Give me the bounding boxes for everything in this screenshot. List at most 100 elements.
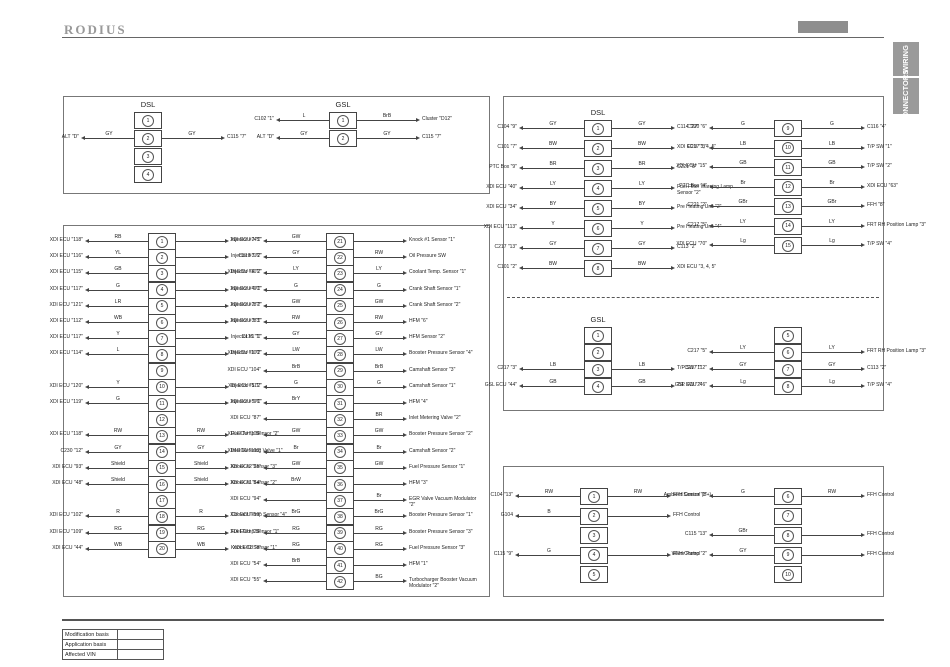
wire-line [88,241,148,242]
connector-pin: 1 [584,327,612,344]
arrow-left-icon [519,146,523,150]
arrow-left-icon [519,186,523,190]
wire-source-label: XDI ECU "83" [230,318,261,324]
wire-line [612,148,672,149]
connector-pin: 22 [326,249,354,267]
pin-number: 4 [142,168,154,181]
wire-color-code: BrG [291,509,301,516]
arrow-left-icon [709,533,713,537]
wire-color-code: RG [292,541,300,548]
wire-color-code: RG [375,541,383,548]
wire-color-code: BY [549,201,557,207]
pin-number: 1 [588,490,600,503]
pin-number: 6 [156,316,168,329]
connector-pin: 5 [148,297,176,315]
wire-line [354,370,404,372]
wire-color-code: BrG [374,509,384,516]
connector-pin: 2 [584,140,612,157]
wire-color-code: G [830,121,834,127]
pin-number: 5 [156,300,168,313]
section-box-3 [503,96,884,411]
arrow-right-icon [671,266,675,270]
wire-source-label: C104 "13" [490,492,513,498]
wire-line [266,484,326,485]
wire-line [176,289,226,291]
arrow-left-icon [85,303,89,308]
wire-line [266,581,326,583]
wire-color-code: GB [828,160,836,166]
arrow-left-icon [263,482,267,486]
pin-number: 4 [156,284,168,297]
wire-color-code: G [377,282,381,289]
wire-line [266,289,326,291]
wire-target-label: C113 "2" [677,244,697,250]
wire-source-label: XDI ECU "108" [227,431,261,438]
wire-color-code: Y [551,221,555,227]
wire-target-label: Fuel Pressure Sensor "1" [409,463,466,470]
wire-line [266,451,326,453]
wire-source-label: C115 "1" [241,334,261,341]
wire-line [176,467,226,469]
wire-target-label: Injector #3 "2" [231,253,263,260]
arrow-left-icon [263,368,267,373]
wire-source-label: C221 "2" [687,202,707,208]
connector-pin: 2 [584,344,612,361]
connector-pin: 41 [326,557,354,574]
pin-number: 13 [156,429,168,442]
arrow-left-icon [276,118,280,122]
side-tab-connectors[interactable]: CONNECTORS [893,69,919,123]
wire-color-code: RW [374,315,384,321]
wire-color-code: RW [827,489,837,495]
arrow-right-icon [861,165,865,169]
pin-number: 18 [156,510,168,523]
connector-pin: 27 [326,330,354,348]
connector-pin: 9 [774,120,802,137]
arrow-right-icon [403,368,407,373]
wire-line [354,305,404,307]
arrow-left-icon [263,287,267,292]
arrow-right-icon [225,303,229,308]
arrow-left-icon [519,246,523,250]
wire-line [712,225,774,227]
arrow-left-icon [85,255,89,260]
wire-line [802,496,862,497]
wire-source-label: C217 "12" [684,365,707,371]
connector-pin: 4 [584,180,612,197]
arrow-right-icon [861,367,865,371]
wire-target-label: C115 "7" [227,134,247,140]
wire-color-code: Br [293,444,299,451]
pin-number: 25 [334,300,346,313]
pin-number: 9 [782,549,794,561]
arrow-right-icon [225,530,229,535]
arrow-right-icon [861,552,865,557]
pin-number: 4 [592,182,604,195]
wire-line [802,186,862,188]
wire-target-label: Coolant Temp. Sensor "1" [409,269,467,276]
wire-target-label: HFM "1" [409,561,428,567]
wire-source-label: C318 "16" [238,253,261,260]
arrow-left-icon [85,384,89,389]
wire-source-label: C104 "9" [497,124,517,130]
wire-color-code: Y [116,331,120,338]
pin-number: 27 [334,332,346,345]
wire-line [522,148,584,149]
pin-number: 34 [334,446,346,459]
arrow-right-icon [403,384,407,389]
wire-target-label: T/P SW "1" [867,143,892,150]
arrow-left-icon [81,136,85,140]
wire-color-code: Br [376,444,382,451]
wire-line [354,516,404,518]
wire-line [357,138,417,139]
pin-number: 7 [782,363,794,376]
wire-source-label: Ambient Sensor "1" [663,492,707,498]
arrow-right-icon [225,271,229,276]
connector-pin: 17 [148,492,176,510]
arrow-right-icon [861,350,865,354]
connector-pin: 26 [326,314,354,331]
connector-pin: 3 [584,361,612,378]
arrow-left-icon [519,206,523,210]
pin-number: 1 [156,235,168,248]
wire-line [354,386,404,388]
wire-color-code: GY [188,131,196,137]
connector-pin: 6 [148,314,176,331]
